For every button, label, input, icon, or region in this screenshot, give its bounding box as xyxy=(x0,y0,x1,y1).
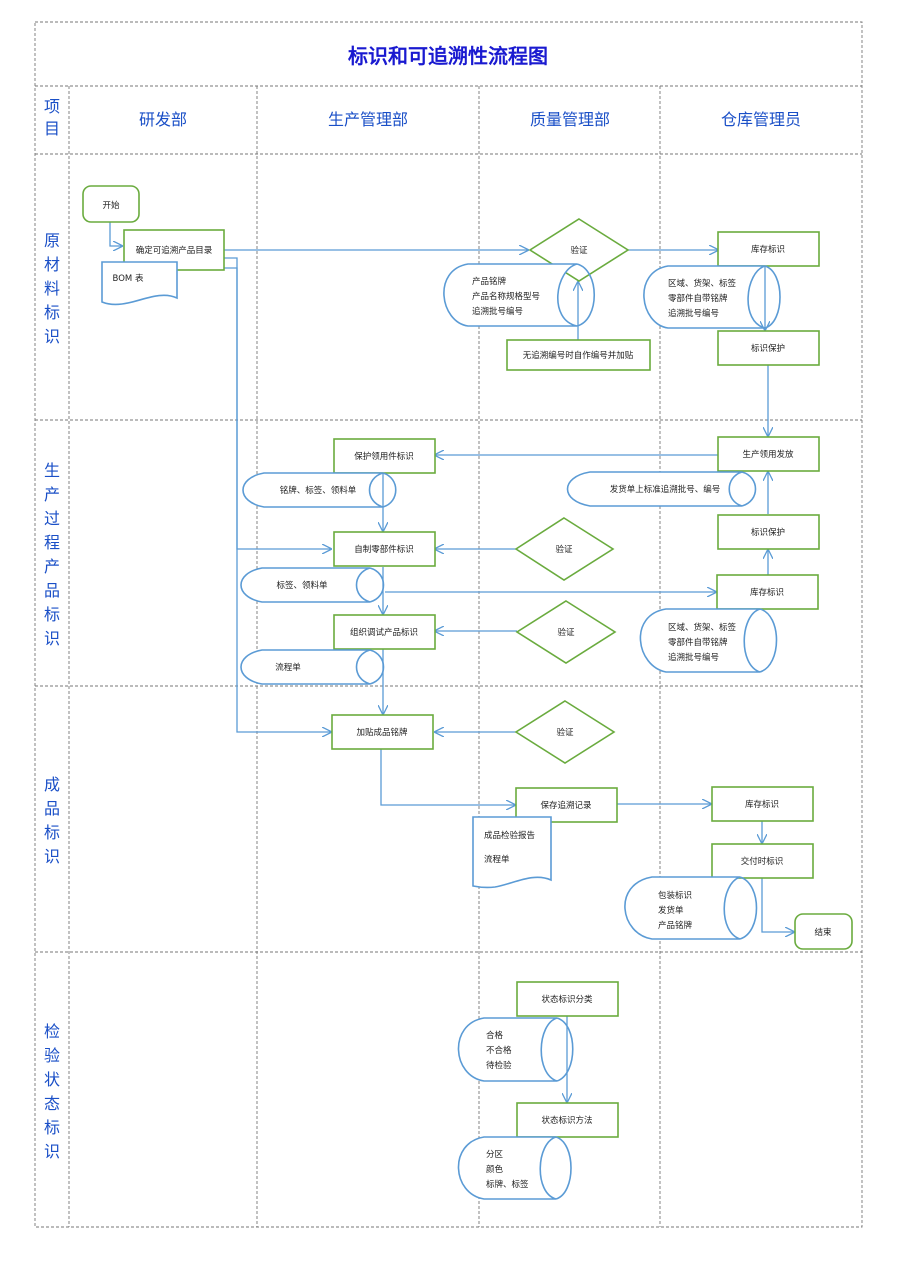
store-status-class xyxy=(457,1017,558,1082)
arrow-start-confirm xyxy=(109,222,122,246)
node-status-class xyxy=(516,981,619,1017)
node-stock-label-1 xyxy=(717,231,820,267)
store-delivery-note xyxy=(566,471,743,507)
store-nameplate-doc xyxy=(242,472,384,508)
store-stock-info-2-curve xyxy=(759,608,778,673)
store-process-sheet-curve xyxy=(369,649,385,685)
label-delivery-docs: 包装标识发货单产品铭牌 xyxy=(658,890,693,931)
label-delivery-note: 发货单上标准追溯批号、编号 xyxy=(610,484,721,495)
store-status-class-curve xyxy=(556,1017,574,1082)
label-stock-label-2: 库存标识 xyxy=(750,587,784,598)
node-protect-issued xyxy=(333,438,436,474)
label-self-number: 无追溯编号时自作编号并加贴 xyxy=(523,350,634,361)
store-nameplate-doc-curve xyxy=(382,472,397,508)
lane-raw-material: 原材料标识 xyxy=(44,231,60,346)
label-label-info: 产品铭牌产品名称规格型号追溯批号编号 xyxy=(472,276,540,317)
label-status-class: 状态标识分类 xyxy=(541,994,593,1005)
label-process-sheet: 流程单 xyxy=(275,662,301,673)
store-stock-info-1 xyxy=(643,265,766,329)
node-label-protect-2 xyxy=(717,514,820,550)
label-start: 开始 xyxy=(102,200,120,211)
label-assembly-debug: 组织调试产品标识 xyxy=(350,627,418,638)
lane-inspection-status: 检验状态标识 xyxy=(44,1022,60,1161)
doc-bom xyxy=(101,261,178,306)
node-self-made-parts xyxy=(333,531,436,567)
arrow-nameplate-save xyxy=(380,749,515,805)
decision-verify-2 xyxy=(514,517,615,581)
doc-finished-report xyxy=(472,816,552,889)
store-label-pick-curve xyxy=(369,567,385,603)
node-stock-label-2 xyxy=(716,574,819,610)
header-col-production: 生产管理部 xyxy=(328,110,408,129)
label-protect-issued: 保护领用件标识 xyxy=(354,451,414,462)
store-stock-info-2 xyxy=(639,608,761,673)
node-start xyxy=(82,185,140,223)
label-verify-2: 验证 xyxy=(555,544,573,555)
store-status-method xyxy=(457,1136,557,1200)
label-stock-info-2: 区域、货架、标签零部件自带铭牌追溯批号编号 xyxy=(668,622,737,663)
store-status-method-curve xyxy=(555,1136,572,1200)
label-end: 结束 xyxy=(814,927,832,938)
label-verify-4: 验证 xyxy=(556,727,574,738)
label-delivery-label: 交付时标识 xyxy=(741,856,784,867)
label-label-protect-2: 标识保护 xyxy=(751,527,785,538)
label-bom: BOM 表 xyxy=(113,273,144,284)
label-stock-label-3: 库存标识 xyxy=(745,799,779,810)
store-stock-info-1-curve xyxy=(764,265,781,329)
node-label-protect-1 xyxy=(717,330,820,366)
store-delivery-note-curve xyxy=(741,471,757,507)
node-prod-issue xyxy=(717,436,820,472)
page-title: 标识和可追溯性流程图 xyxy=(348,44,548,68)
label-stock-info-1: 区域、货架、标签零部件自带铭牌追溯批号编号 xyxy=(668,278,737,319)
label-label-pick: 标签、领料单 xyxy=(276,580,328,591)
label-finished-report: 成品检验报告流程单 xyxy=(484,830,535,865)
decision-verify-4 xyxy=(514,700,616,764)
lane-finished: 成品标识 xyxy=(44,775,60,866)
label-status-method: 状态标识方法 xyxy=(541,1115,592,1126)
decision-verify-3 xyxy=(515,600,617,664)
label-status-class-info: 合格不合格待检验 xyxy=(486,1030,512,1071)
label-status-method-info: 分区颜色标牌、标签 xyxy=(486,1150,529,1190)
node-self-number xyxy=(506,339,651,371)
node-end xyxy=(794,913,853,950)
node-assembly-debug xyxy=(333,614,436,650)
label-prod-issue: 生产领用发放 xyxy=(742,449,794,460)
store-process-sheet xyxy=(240,649,371,685)
label-label-protect-1: 标识保护 xyxy=(751,343,785,354)
store-label-info-curve xyxy=(576,263,596,327)
label-save-trace: 保存追溯记录 xyxy=(540,800,592,811)
arrow-delivery-end xyxy=(761,877,794,932)
store-delivery-docs xyxy=(624,876,741,940)
node-status-method xyxy=(516,1102,619,1138)
label-nameplate-doc: 铭牌、标签、领料单 xyxy=(280,485,357,496)
header-col-warehouse: 仓库管理员 xyxy=(721,110,801,129)
label-self-made-parts: 自制零部件标识 xyxy=(354,544,414,555)
header-item: 项目 xyxy=(44,97,60,138)
node-stock-label-3 xyxy=(711,786,814,822)
store-label-pick xyxy=(240,567,371,603)
arrow-confirm-nameplate xyxy=(224,267,331,732)
connectors xyxy=(109,222,794,1102)
store-delivery-docs-curve xyxy=(739,876,758,940)
label-verify-1: 验证 xyxy=(570,245,588,256)
header-col-quality: 质量管理部 xyxy=(530,110,610,129)
label-confirm-catalog: 确定可追溯产品目录 xyxy=(136,245,213,256)
label-verify-3: 验证 xyxy=(557,627,575,638)
label-finished-nameplate: 加贴成品铭牌 xyxy=(356,727,408,738)
header-col-rd: 研发部 xyxy=(139,110,187,129)
node-delivery-label xyxy=(711,843,814,879)
node-finished-nameplate xyxy=(331,714,434,750)
label-stock-label-1: 库存标识 xyxy=(751,244,785,255)
lane-in-process: 生产过程产品标识 xyxy=(44,461,60,648)
